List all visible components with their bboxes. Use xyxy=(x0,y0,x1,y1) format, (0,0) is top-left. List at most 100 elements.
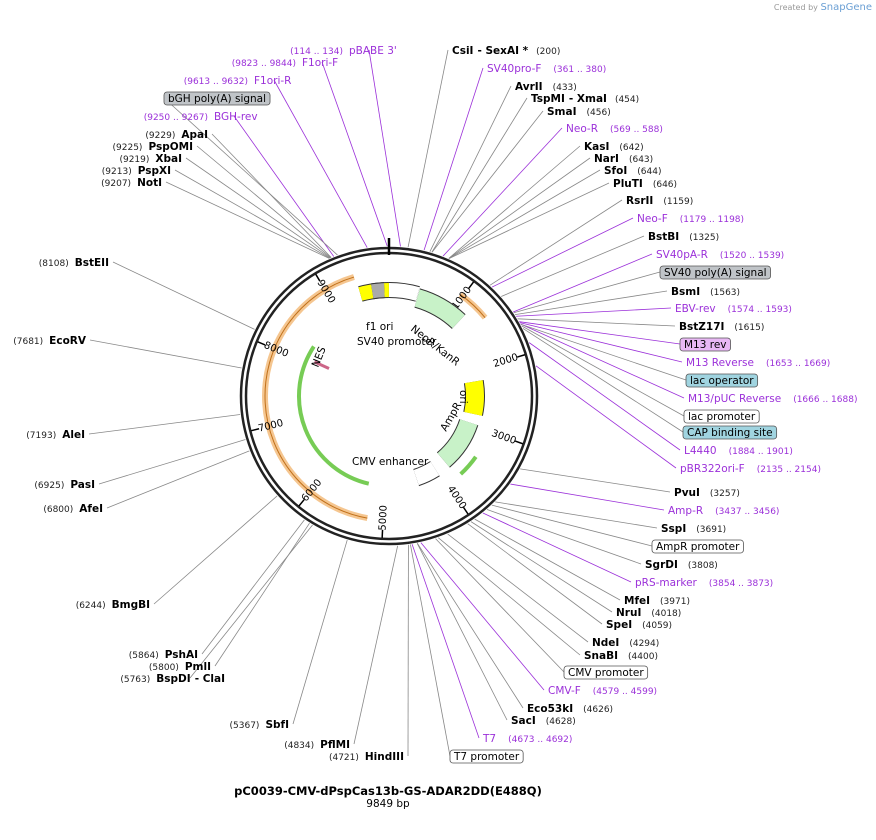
enzyme-label: PluTI xyxy=(613,178,643,190)
feature-arrow xyxy=(414,289,465,329)
enzyme-label: AfeI xyxy=(79,503,103,515)
leader-line xyxy=(431,110,544,253)
enzyme-position: (4834) xyxy=(284,741,314,751)
enzyme-position: (3808) xyxy=(688,561,718,571)
leader-line xyxy=(98,439,246,485)
leader-line xyxy=(489,199,623,286)
primer-label: Neo-F xyxy=(637,213,668,225)
primer-label: T7 xyxy=(482,733,496,745)
enzyme-position: (1615) xyxy=(734,323,764,333)
enzyme-label: EcoRV xyxy=(49,335,87,347)
enzyme-label: Eco53kI xyxy=(527,703,573,715)
enzyme-position: (6800) xyxy=(43,505,73,515)
primer-label: SV40pA-R xyxy=(656,249,708,261)
leader-line xyxy=(163,97,338,256)
primer-position: (1520 .. 1539) xyxy=(720,251,784,261)
enzyme-label: BstZ17I xyxy=(679,321,724,333)
leader-line xyxy=(442,127,563,257)
leader-line xyxy=(88,414,241,435)
primer-label: M13/pUC Reverse xyxy=(688,393,781,405)
enzyme-label: SpeI xyxy=(606,619,632,631)
feature-box-label: bGH poly(A) signal xyxy=(168,93,266,105)
enzyme-label: AvrII xyxy=(515,81,543,93)
enzyme-label: KasI xyxy=(584,141,609,153)
leader-line xyxy=(501,235,645,297)
feature-box: M13 rev xyxy=(679,337,731,352)
primer-label: pBABE 3' xyxy=(349,45,397,57)
leader-line xyxy=(89,339,242,369)
enzyme-label: NdeI xyxy=(592,637,619,649)
primer-position: (1884 .. 1901) xyxy=(729,447,793,457)
primer-label: pBR322ori-F xyxy=(680,463,745,475)
feature-arrow xyxy=(371,283,385,299)
enzyme-position: (4721) xyxy=(329,753,359,763)
feature-box: lac operator xyxy=(685,373,759,388)
feature-box-label: lac promoter xyxy=(688,411,756,423)
primer-position: (1179 .. 1198) xyxy=(680,215,744,225)
enzyme-position: (4294) xyxy=(629,639,659,649)
enzyme-position: (4059) xyxy=(642,621,672,631)
enzyme-position: (5763) xyxy=(120,675,150,685)
enzyme-label: CsiI xyxy=(452,45,473,57)
leader-line xyxy=(474,518,621,601)
enzyme-label: SnaBI xyxy=(584,650,618,662)
enzyme-label: AleI xyxy=(62,429,85,441)
primer-label: F1ori-F xyxy=(302,57,338,69)
orf-inner-arc xyxy=(459,455,478,476)
leader-line xyxy=(522,328,684,433)
primer-label: F1ori-R xyxy=(254,75,291,87)
created-by-credit: Created by SnapGene xyxy=(774,2,872,13)
leader-line xyxy=(482,512,632,583)
primer-label: SV40pro-F xyxy=(487,63,541,75)
leader-line xyxy=(467,523,603,625)
enzyme-position: (5800) xyxy=(149,663,179,673)
feature-box: T7 promoter xyxy=(449,749,524,764)
feature-box-bg xyxy=(449,749,524,764)
leader-line xyxy=(353,545,399,745)
leader-line xyxy=(470,521,613,613)
primer-position: (4579 .. 4599) xyxy=(593,687,657,697)
leader-line xyxy=(112,261,255,330)
enzyme-label-extra: - SexAI * xyxy=(477,45,528,57)
leader-line xyxy=(517,318,676,327)
enzyme-label: PasI xyxy=(70,479,95,491)
leader-line xyxy=(214,522,310,667)
leader-line xyxy=(429,85,512,252)
leader-line xyxy=(513,271,661,314)
feature-box: lac promoter xyxy=(683,409,760,424)
leader-line xyxy=(448,145,581,259)
enzyme-position: (642) xyxy=(619,143,643,153)
leader-line xyxy=(528,342,681,451)
tick-label: 5000 xyxy=(378,505,390,531)
enzyme-position: (643) xyxy=(629,155,653,165)
primer-position: (3854 .. 3873) xyxy=(709,579,773,589)
enzyme-position: (9229) xyxy=(145,131,175,141)
enzyme-label-extra: - ClaI xyxy=(195,673,225,685)
leader-line xyxy=(535,365,677,469)
enzyme-position: (456) xyxy=(587,108,611,118)
orf-arc-large-edge xyxy=(264,276,368,519)
primer-position: (361 .. 380) xyxy=(553,65,606,75)
leader-line xyxy=(448,169,601,259)
tick-mark xyxy=(298,499,305,507)
feature-box-bg xyxy=(163,91,271,106)
enzyme-label: NarI xyxy=(594,153,619,165)
enzyme-position: (454) xyxy=(615,95,639,105)
leader-line xyxy=(423,67,484,251)
enzyme-position: (4018) xyxy=(651,609,681,619)
enzyme-label: SfoI xyxy=(604,165,627,177)
leader-line xyxy=(185,157,331,259)
feature-box: SV40 poly(A) signal xyxy=(659,265,771,280)
primer-position: (9613 .. 9632) xyxy=(184,77,248,87)
leader-line xyxy=(514,290,668,315)
feature-box-label: M13 rev xyxy=(684,339,727,351)
leader-line xyxy=(491,217,634,288)
enzyme-label: PflMI xyxy=(320,739,350,751)
tick-mark xyxy=(462,506,469,515)
feature-arrows xyxy=(313,282,485,487)
leader-line xyxy=(431,97,528,253)
feature-box-bg xyxy=(682,425,778,440)
feature-box-label: SV40 poly(A) signal xyxy=(664,267,767,279)
leader-line xyxy=(448,157,591,259)
